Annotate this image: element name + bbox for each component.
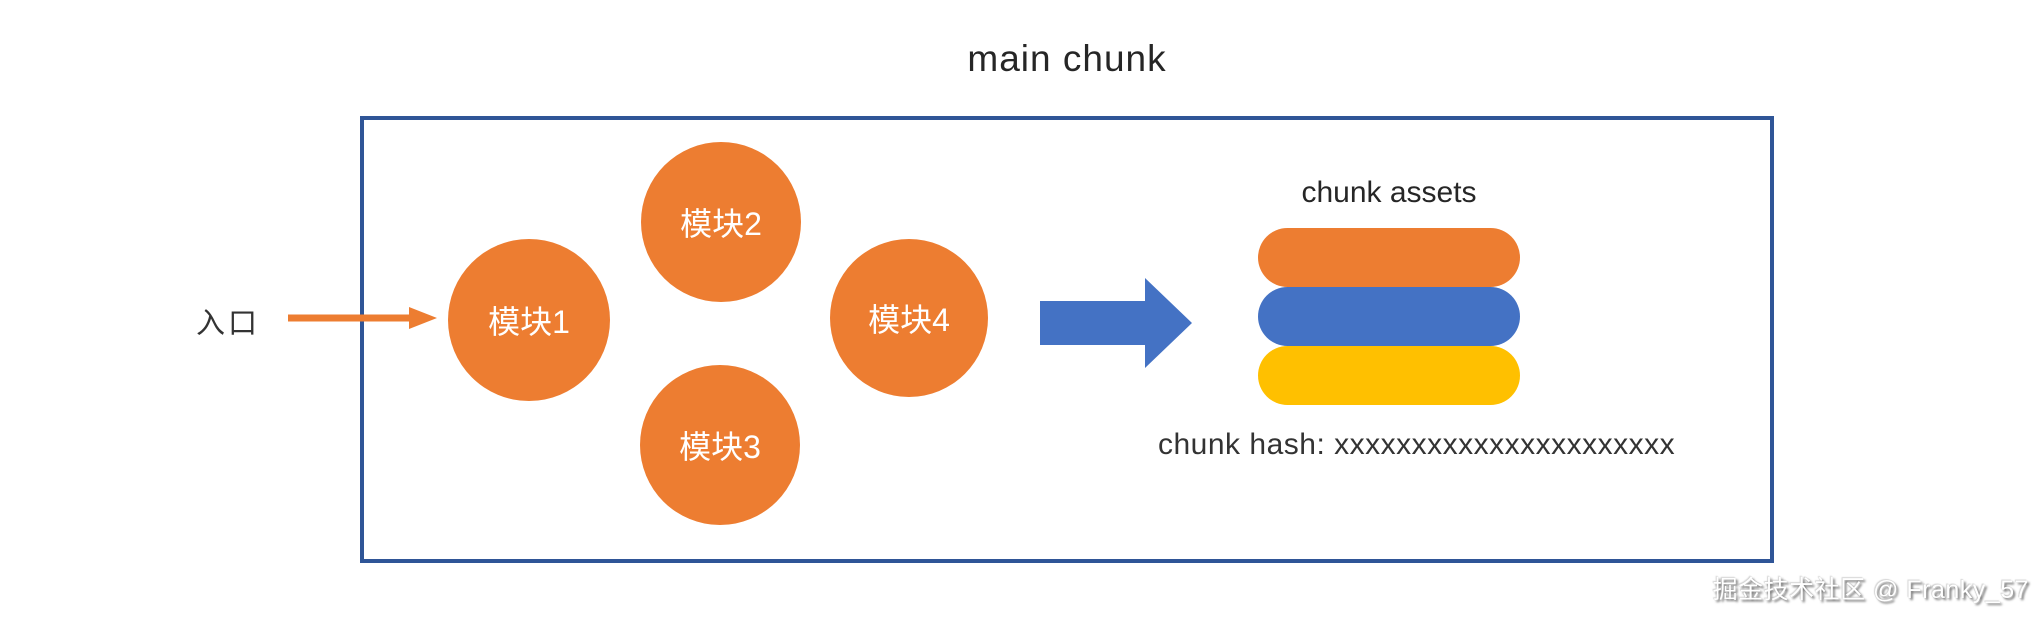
block-arrow-right-icon [1040,278,1192,368]
watermark-text: 掘金技术社区 @ Franky_57 [1712,576,2029,604]
arrow-right-icon [288,307,437,329]
asset-bar-orange [1258,228,1520,287]
module-1-circle: 模块1 [448,239,610,401]
asset-bar-blue [1258,287,1520,346]
module-4-label: 模块4 [868,302,950,338]
module-2-label: 模块2 [680,206,762,242]
module-2-circle: 模块2 [641,142,801,302]
entry-arrow-icon [288,304,438,332]
module-1-label: 模块1 [488,304,570,340]
module-3-label: 模块3 [679,429,761,465]
chunk-assets-label: chunk assets [1301,176,1477,209]
chunk-hash-text: chunk hash: xxxxxxxxxxxxxxxxxxxxxx [1158,428,1676,461]
diagram-title: main chunk [967,38,1167,79]
transform-arrow-icon [1040,278,1192,368]
entry-label: 入口 [196,308,261,340]
module-4-circle: 模块4 [830,239,988,397]
asset-bar-yellow [1258,346,1520,405]
module-3-circle: 模块3 [640,365,800,525]
